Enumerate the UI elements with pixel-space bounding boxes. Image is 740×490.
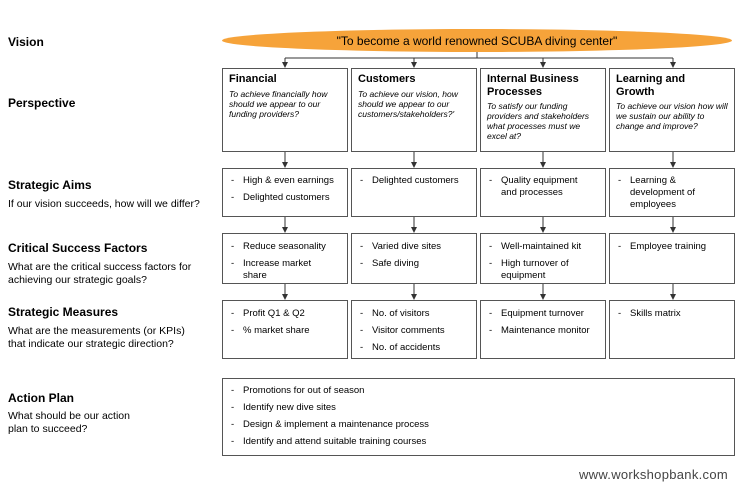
list-item: Promotions for out of season xyxy=(223,385,734,397)
row-label-strategic-measures: Strategic Measures xyxy=(8,305,119,319)
perspective-box-customers: Customers To achieve our vision, how sho… xyxy=(351,68,477,152)
perspective-title: Financial xyxy=(229,73,277,85)
csf-box-internal-business: Well-maintained kit High turnover of equ… xyxy=(480,233,606,284)
perspective-desc: To achieve our vision, how should we app… xyxy=(358,89,458,119)
list-item: Equipment turnover xyxy=(481,308,605,320)
list-item: Identify and attend suitable training co… xyxy=(223,436,734,448)
list-item: Safe diving xyxy=(352,258,476,270)
csf-box-customers: Varied dive sites Safe diving xyxy=(351,233,477,284)
list-item: Increase market share xyxy=(223,258,323,282)
list-item: Employee training xyxy=(610,241,734,253)
aims-box-internal-business: Quality equipment and processes xyxy=(480,168,606,217)
action-plan-box: Promotions for out of season Identify ne… xyxy=(222,378,735,456)
row-label-vision: Vision xyxy=(8,35,44,49)
row-label-strategic-aims: Strategic Aims xyxy=(8,178,92,192)
aims-box-learning-growth: Learning & development of employees xyxy=(609,168,735,217)
row-label-csf: Critical Success Factors xyxy=(8,241,148,255)
row-sub-action-plan: What should be our action plan to succee… xyxy=(8,410,130,435)
list-item: Varied dive sites xyxy=(352,241,476,253)
list-item: Reduce seasonality xyxy=(223,241,347,253)
list-item: No. of accidents xyxy=(352,342,476,354)
vision-statement: "To become a world renowned SCUBA diving… xyxy=(222,29,732,52)
list-item: Visitor comments xyxy=(352,325,476,337)
perspective-title: Learning and Growth xyxy=(616,73,686,98)
aims-box-customers: Delighted customers xyxy=(351,168,477,217)
perspective-title: Internal Business Processes xyxy=(487,73,579,98)
perspective-desc: To achieve financially how should we app… xyxy=(229,89,328,119)
list-item: Design & implement a maintenance process xyxy=(223,419,734,431)
footer-url: www.workshopbank.com xyxy=(578,467,728,482)
list-item: Quality equipment and processes xyxy=(481,175,581,199)
perspective-box-internal-business: Internal Business Processes To satisfy o… xyxy=(480,68,606,152)
perspective-box-financial: Financial To achieve financially how sho… xyxy=(222,68,348,152)
list-item: Skills matrix xyxy=(610,308,734,320)
row-label-action-plan: Action Plan xyxy=(8,391,75,405)
list-item: Well-maintained kit xyxy=(481,241,605,253)
list-item: Delighted customers xyxy=(352,175,476,187)
list-item: Delighted customers xyxy=(223,192,347,204)
csf-box-financial: Reduce seasonality Increase market share xyxy=(222,233,348,284)
list-item: No. of visitors xyxy=(352,308,476,320)
perspective-desc: To satisfy our funding providers and sta… xyxy=(487,101,590,141)
list-item: High & even earnings xyxy=(223,175,347,187)
row-sub-strategic-aims: If our vision succeeds, how will we diff… xyxy=(8,198,200,210)
list-item: % market share xyxy=(223,325,347,337)
perspective-desc: To achieve our vision how will we sustai… xyxy=(616,101,728,131)
perspective-box-learning-growth: Learning and Growth To achieve our visio… xyxy=(609,68,735,152)
aims-box-financial: High & even earnings Delighted customers xyxy=(222,168,348,217)
row-sub-strategic-measures: What are the measurements (or KPIs) that… xyxy=(8,325,185,350)
list-item: Profit Q1 & Q2 xyxy=(223,308,347,320)
measures-box-customers: No. of visitors Visitor comments No. of … xyxy=(351,300,477,359)
csf-box-learning-growth: Employee training xyxy=(609,233,735,284)
row-sub-csf: What are the critical success factors fo… xyxy=(8,261,192,286)
list-item: Learning & development of employees xyxy=(610,175,700,211)
list-item: High turnover of equipment xyxy=(481,258,583,282)
list-item: Identify new dive sites xyxy=(223,402,734,414)
row-label-perspective: Perspective xyxy=(8,96,76,110)
perspective-title: Customers xyxy=(358,73,416,85)
list-item: Maintenance monitor xyxy=(481,325,605,337)
measures-box-financial: Profit Q1 & Q2 % market share xyxy=(222,300,348,359)
measures-box-internal-business: Equipment turnover Maintenance monitor xyxy=(480,300,606,359)
measures-box-learning-growth: Skills matrix xyxy=(609,300,735,359)
